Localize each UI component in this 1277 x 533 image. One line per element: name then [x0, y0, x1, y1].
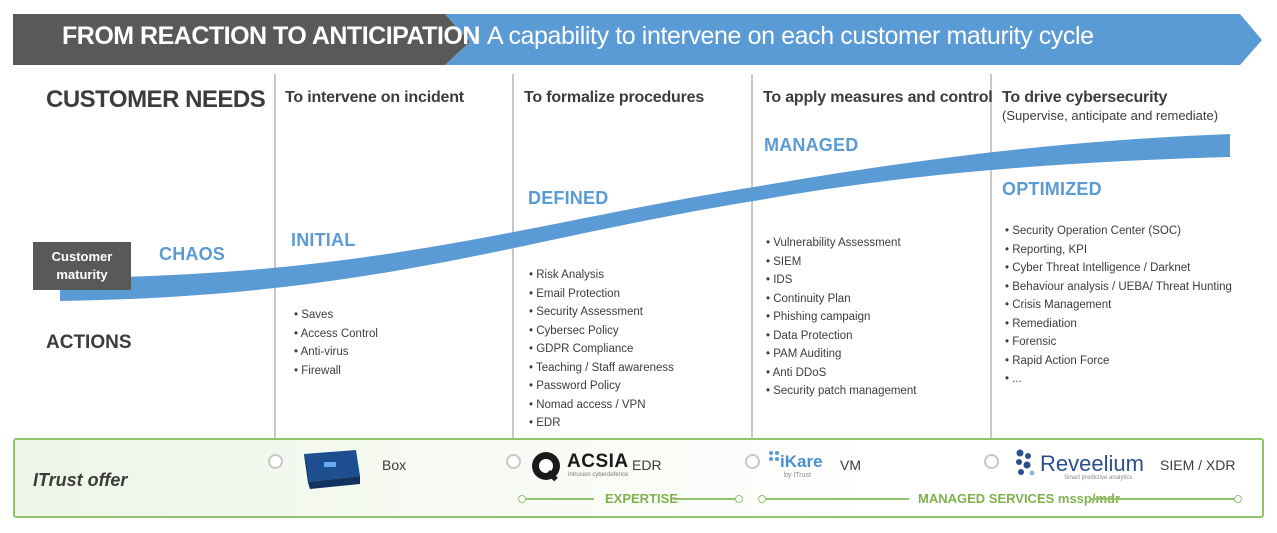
- list-item: Crisis Management: [1005, 296, 1232, 315]
- list-item: Password Policy: [529, 377, 674, 396]
- ikare-logo-icon: [769, 451, 779, 461]
- list-item: Saves: [294, 306, 378, 325]
- header-banner: [13, 14, 1262, 65]
- reveelium-logo-subtext: Smart predictive analytics: [1064, 475, 1133, 481]
- column-divider-1: [274, 74, 276, 457]
- column-heading-1: To intervene on incident: [285, 89, 464, 106]
- timeline-node-4: [984, 454, 999, 469]
- list-item: ...: [1005, 370, 1232, 389]
- expertise-line-left: [526, 498, 594, 500]
- actions-list-2: Risk Analysis Email Protection Security …: [529, 266, 674, 433]
- column-heading-3: To apply measures and control: [763, 89, 993, 106]
- managed-services-label: MANAGED SERVICES mssp/mdr: [918, 491, 1121, 506]
- box-appliance-icon: [304, 450, 360, 489]
- list-item: Continuity Plan: [766, 290, 916, 309]
- expertise-line-start: [518, 495, 526, 503]
- list-item: SIEM: [766, 253, 916, 272]
- list-item: Vulnerability Assessment: [766, 234, 916, 253]
- list-item: EDR: [529, 414, 674, 433]
- expertise-line-right: [673, 498, 735, 500]
- stage-chaos: CHAOS: [159, 244, 226, 264]
- banner-left-arrow: [13, 14, 470, 65]
- list-item: PAM Auditing: [766, 345, 916, 364]
- offer-title: ITrust offer: [33, 470, 128, 490]
- itrust-offer-panel: [13, 438, 1264, 518]
- list-item: GDPR Compliance: [529, 340, 674, 359]
- managed-line-end: [1234, 495, 1242, 503]
- list-item: Cyber Threat Intelligence / Darknet: [1005, 259, 1232, 278]
- reveelium-logo-icon: [1016, 449, 1035, 476]
- customer-maturity-tag: Customer maturity: [33, 242, 131, 290]
- list-item: IDS: [766, 271, 916, 290]
- managed-line-start: [758, 495, 766, 503]
- list-item: Remediation: [1005, 315, 1232, 334]
- list-item: Anti DDoS: [766, 364, 916, 383]
- banner-left-title: FROM REACTION TO ANTICIPATION: [62, 22, 480, 50]
- list-item: Rapid Action Force: [1005, 352, 1232, 371]
- list-item: Reporting, KPI: [1005, 241, 1232, 260]
- product-name-box: Box: [382, 457, 407, 473]
- list-item: Security Assessment: [529, 303, 674, 322]
- ikare-logo-subtext: by ITrust: [784, 472, 811, 479]
- expertise-label: EXPERTISE: [605, 491, 678, 506]
- list-item: Access Control: [294, 325, 378, 344]
- managed-line-left: [766, 498, 909, 500]
- column-divider-3: [751, 74, 753, 457]
- list-item: Data Protection: [766, 327, 916, 346]
- list-item: Security patch management: [766, 382, 916, 401]
- product-name-siem-xdr: SIEM / XDR: [1160, 457, 1236, 473]
- list-item: Risk Analysis: [529, 266, 674, 285]
- acsia-logo-subtext: intrusion cyberdefence: [568, 472, 629, 478]
- list-item: Cybersec Policy: [529, 322, 674, 341]
- actions-list-3: Vulnerability Assessment SIEM IDS Contin…: [766, 234, 917, 401]
- stage-defined: DEFINED: [528, 188, 609, 208]
- list-item: Anti-virus: [294, 343, 378, 362]
- acsia-logo-text: ACSIA: [567, 451, 629, 472]
- list-item: Teaching / Staff awareness: [529, 359, 674, 378]
- banner-right-arrow: [445, 14, 1262, 65]
- timeline-node-3: [745, 454, 760, 469]
- acsia-logo-icon: [532, 452, 560, 482]
- list-item: Nomad access / VPN: [529, 396, 674, 415]
- stage-initial: INITIAL: [291, 230, 356, 250]
- list-item: Security Operation Center (SOC): [1005, 222, 1232, 241]
- product-name-vm: VM: [840, 457, 861, 473]
- column-subheading-4: (Supervise, anticipate and remediate): [1002, 108, 1219, 123]
- product-name-edr: EDR: [632, 457, 662, 473]
- maturity-curve-band: [60, 134, 1230, 301]
- actions-label: ACTIONS: [46, 332, 132, 353]
- list-item: Phishing campaign: [766, 308, 916, 327]
- column-divider-4: [990, 74, 992, 457]
- list-item: Email Protection: [529, 285, 674, 304]
- banner-right-title: A capability to intervene on each custom…: [487, 22, 1094, 50]
- timeline-node-2: [506, 454, 521, 469]
- expertise-line-end: [735, 495, 743, 503]
- list-item: Firewall: [294, 362, 378, 381]
- list-item: Behaviour analysis / UEBA/ Threat Huntin…: [1005, 278, 1232, 297]
- ikare-logo-text: iKare: [780, 452, 823, 471]
- stage-managed: MANAGED: [764, 135, 859, 155]
- stage-optimized: OPTIMIZED: [1002, 179, 1102, 199]
- reveelium-logo-text: Reveelium: [1040, 451, 1144, 476]
- actions-list-4: Security Operation Center (SOC) Reportin…: [1005, 222, 1232, 389]
- timeline-node-1: [268, 454, 283, 469]
- customer-needs-label: CUSTOMER NEEDS: [46, 86, 266, 113]
- actions-list-1: Saves Access Control Anti-virus Firewall: [294, 306, 378, 380]
- list-item: Forensic: [1005, 333, 1232, 352]
- column-divider-2: [512, 74, 514, 457]
- managed-line-right: [1090, 498, 1234, 500]
- column-heading-2: To formalize procedures: [524, 89, 705, 106]
- column-heading-4: To drive cybersecurity: [1002, 89, 1168, 106]
